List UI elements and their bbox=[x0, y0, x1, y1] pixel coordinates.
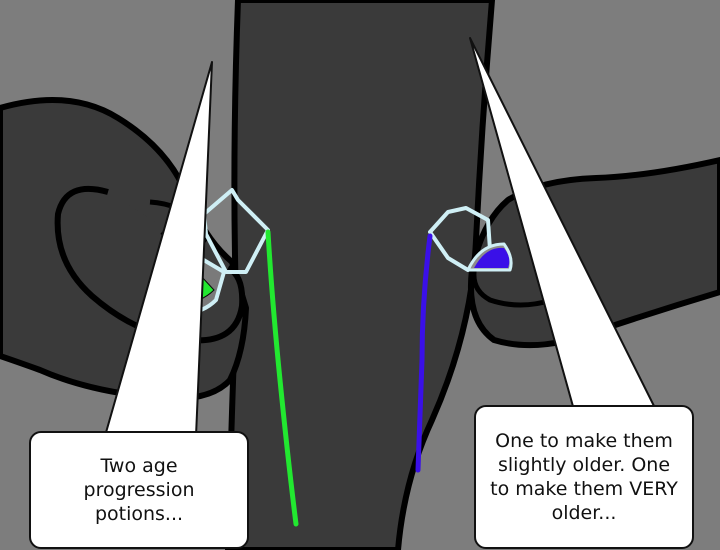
blue-line bbox=[415, 233, 433, 473]
caption-box-left: Two age progression potions... bbox=[29, 431, 249, 549]
blue-potion bbox=[474, 247, 510, 268]
caption-text-left: Two age progression potions... bbox=[83, 455, 195, 525]
green-line bbox=[265, 229, 299, 527]
caption-box-right: One to make them slightly older. One to … bbox=[474, 405, 694, 549]
central-body bbox=[225, 0, 495, 550]
caption-text-right: One to make them slightly older. One to … bbox=[490, 430, 678, 524]
right-flask-neck bbox=[428, 206, 492, 272]
left-flask-neck bbox=[202, 188, 270, 274]
